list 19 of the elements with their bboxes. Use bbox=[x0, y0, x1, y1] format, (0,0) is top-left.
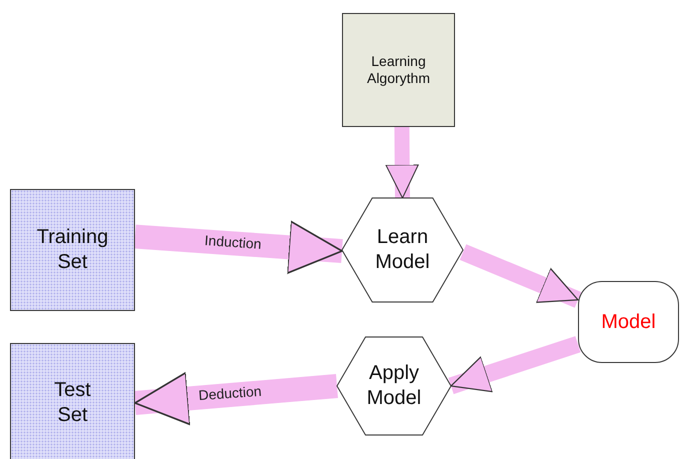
rounded-box bbox=[578, 281, 679, 363]
block-arrow bbox=[448, 336, 581, 394]
edge-label: Induction bbox=[204, 232, 262, 252]
edge-label: Deduction bbox=[198, 382, 262, 403]
node-label: Apply Model bbox=[366, 361, 422, 411]
square-box bbox=[342, 13, 455, 127]
block-arrow bbox=[134, 372, 338, 426]
block-arrow bbox=[460, 244, 582, 308]
block-arrow bbox=[385, 126, 419, 199]
node-label: Model bbox=[600, 310, 657, 334]
node-label: Learn Model bbox=[374, 225, 431, 275]
hexagon-node bbox=[342, 198, 463, 302]
node-label: Learning Algorythm bbox=[366, 52, 432, 88]
node-label: Test Set bbox=[53, 378, 92, 428]
hexagon-node bbox=[337, 337, 451, 435]
square-box bbox=[10, 343, 135, 459]
block-arrow bbox=[134, 220, 343, 274]
node-label: Training Set bbox=[36, 225, 110, 275]
square-box bbox=[10, 189, 135, 311]
